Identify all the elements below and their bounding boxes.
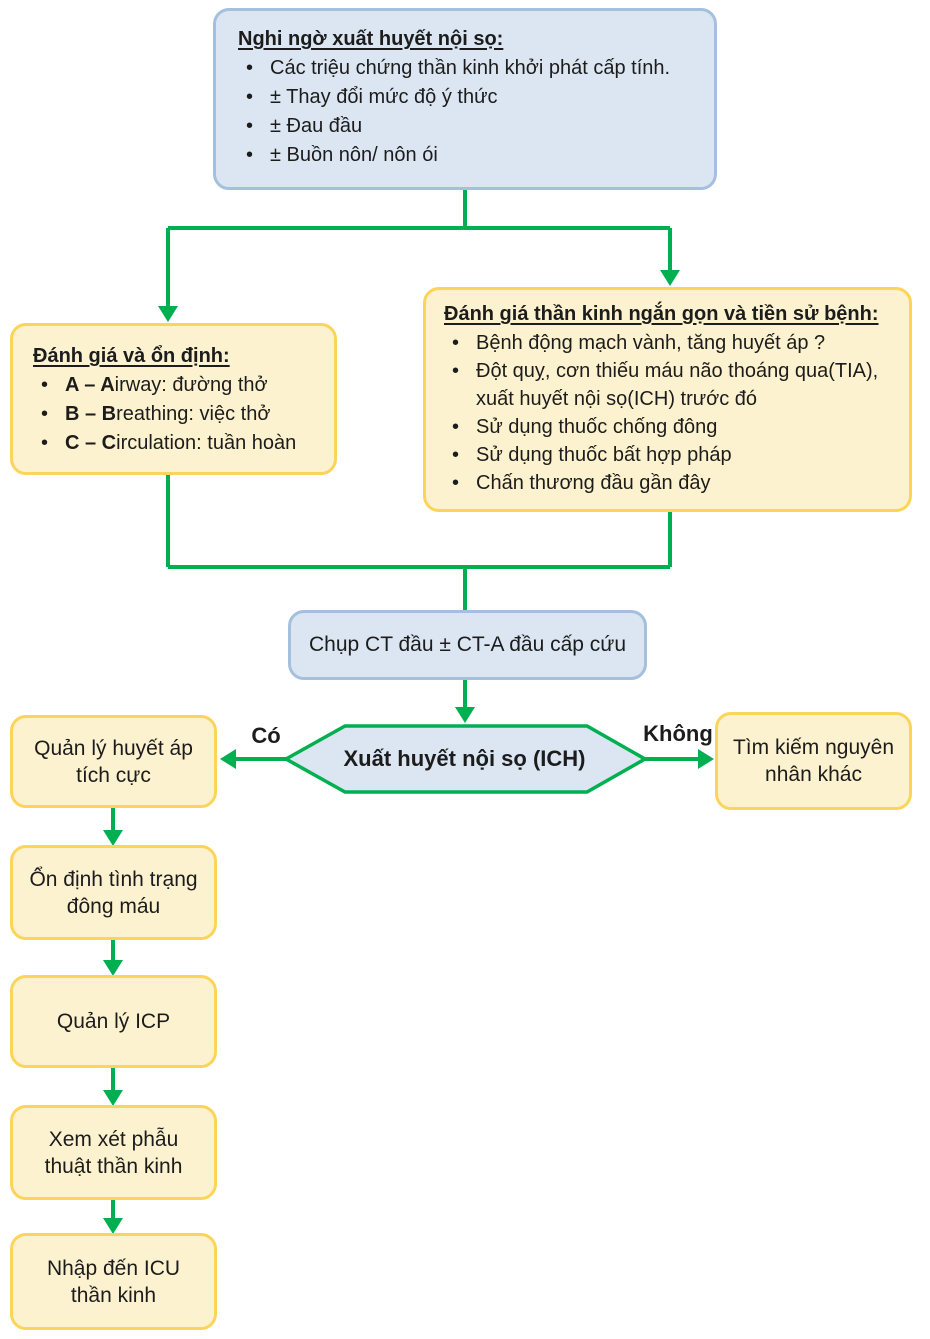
node-ct-scan-label: Chụp CT đầu ± CT-A đầu cấp cứu <box>308 633 627 656</box>
bullet-item: Bệnh động mạch vành, tăng huyết áp ? <box>444 329 899 357</box>
arrowhead-to-icu <box>103 1218 123 1234</box>
node-other-causes-label: Tìm kiếm nguyên nhân khác <box>732 736 895 786</box>
node-icu-admission: Nhập đến ICU thần kinh <box>10 1233 217 1330</box>
edge-label-no: Không <box>643 721 713 746</box>
arrowhead-to-abc <box>158 306 178 322</box>
arrowhead-to-coagulation <box>103 830 123 846</box>
node-bp-management: Quản lý huyết áp tích cực <box>10 715 217 808</box>
bullet-item: Các triệu chứng thần kinh khởi phát cấp … <box>238 54 702 83</box>
decision-ich-label: Xuất huyết nội sọ (ICH) <box>343 746 586 771</box>
node-neuro-history-title: Đánh giá thần kinh ngắn gọn và tiền sử b… <box>444 303 879 325</box>
node-icp-management-label: Quản lý ICP <box>56 1010 171 1033</box>
bullet-item: Chấn thương đầu gần đây <box>444 469 899 497</box>
abc-item-rest: reathing: việc thở <box>116 403 271 425</box>
arrowhead-to-icp <box>103 960 123 976</box>
node-coagulation-label: Ổn định tình trạng đông máu <box>29 867 198 918</box>
node-other-causes: Tìm kiếm nguyên nhân khác <box>715 712 912 810</box>
arrowhead-yes-left <box>220 749 236 769</box>
node-ct-scan: Chụp CT đầu ± CT-A đầu cấp cứu <box>288 610 647 680</box>
decision-hexagon-shape <box>282 724 649 794</box>
abc-bullet-list: A – Airway: đường thở B – Breathing: việ… <box>33 371 326 458</box>
connector-path <box>111 190 700 1220</box>
node-assess-stabilize-title: Đánh giá và ổn định: <box>33 345 230 367</box>
bullet-item: A – Airway: đường thở <box>33 371 326 400</box>
edge-label-yes: Có <box>251 723 281 748</box>
abc-item-rest: irculation: tuần hoàn <box>116 432 297 454</box>
bullet-item: B – Breathing: việc thở <box>33 400 326 429</box>
node-neuro-history: Đánh giá thần kinh ngắn gọn và tiền sử b… <box>423 287 912 512</box>
abc-item-bold: C – C <box>65 432 117 454</box>
bullet-item: Sử dụng thuốc bất hợp pháp <box>444 441 899 469</box>
bullet-item: C – Circulation: tuần hoàn <box>33 429 326 458</box>
bullet-item: ± Đau đầu <box>238 112 702 141</box>
bullet-item: Sử dụng thuốc chống đông <box>444 413 899 441</box>
arrowhead-to-neuro <box>660 270 680 286</box>
node-neurosurgery: Xem xét phẫu thuật thần kinh <box>10 1105 217 1200</box>
bullet-item: ± Thay đổi mức độ ý thức <box>238 83 702 112</box>
bullet-item: ± Buồn nôn/ nôn ói <box>238 141 702 170</box>
node-neurosurgery-label: Xem xét phẫu thuật thần kinh <box>44 1127 183 1178</box>
node-icu-admission-label: Nhập đến ICU thần kinh <box>46 1256 181 1307</box>
neuro-history-bullet-list: Bệnh động mạch vành, tăng huyết áp ? Đột… <box>444 329 899 497</box>
arrowhead-to-decision <box>455 707 475 723</box>
arrowhead-to-neurosurgery <box>103 1090 123 1106</box>
abc-item-bold: B – B <box>65 403 117 425</box>
node-suspected-ich: Nghi ngờ xuất huyết nội sọ: Các triệu ch… <box>213 8 717 190</box>
abc-item-rest: irway: đường thở <box>114 374 268 396</box>
node-suspected-ich-title: Nghi ngờ xuất huyết nội sọ: <box>238 28 504 50</box>
node-assess-stabilize: Đánh giá và ổn định: A – Airway: đường t… <box>10 323 337 475</box>
suspected-ich-bullet-list: Các triệu chứng thần kinh khởi phát cấp … <box>238 54 702 170</box>
bullet-item: Đột quỵ, cơn thiếu máu não thoáng qua(TI… <box>444 357 899 413</box>
node-coagulation: Ổn định tình trạng đông máu <box>10 845 217 940</box>
node-bp-management-label: Quản lý huyết áp tích cực <box>34 736 193 787</box>
arrowhead-no-right <box>698 749 714 769</box>
abc-item-bold: A – A <box>65 374 115 396</box>
node-icp-management: Quản lý ICP <box>10 975 217 1068</box>
